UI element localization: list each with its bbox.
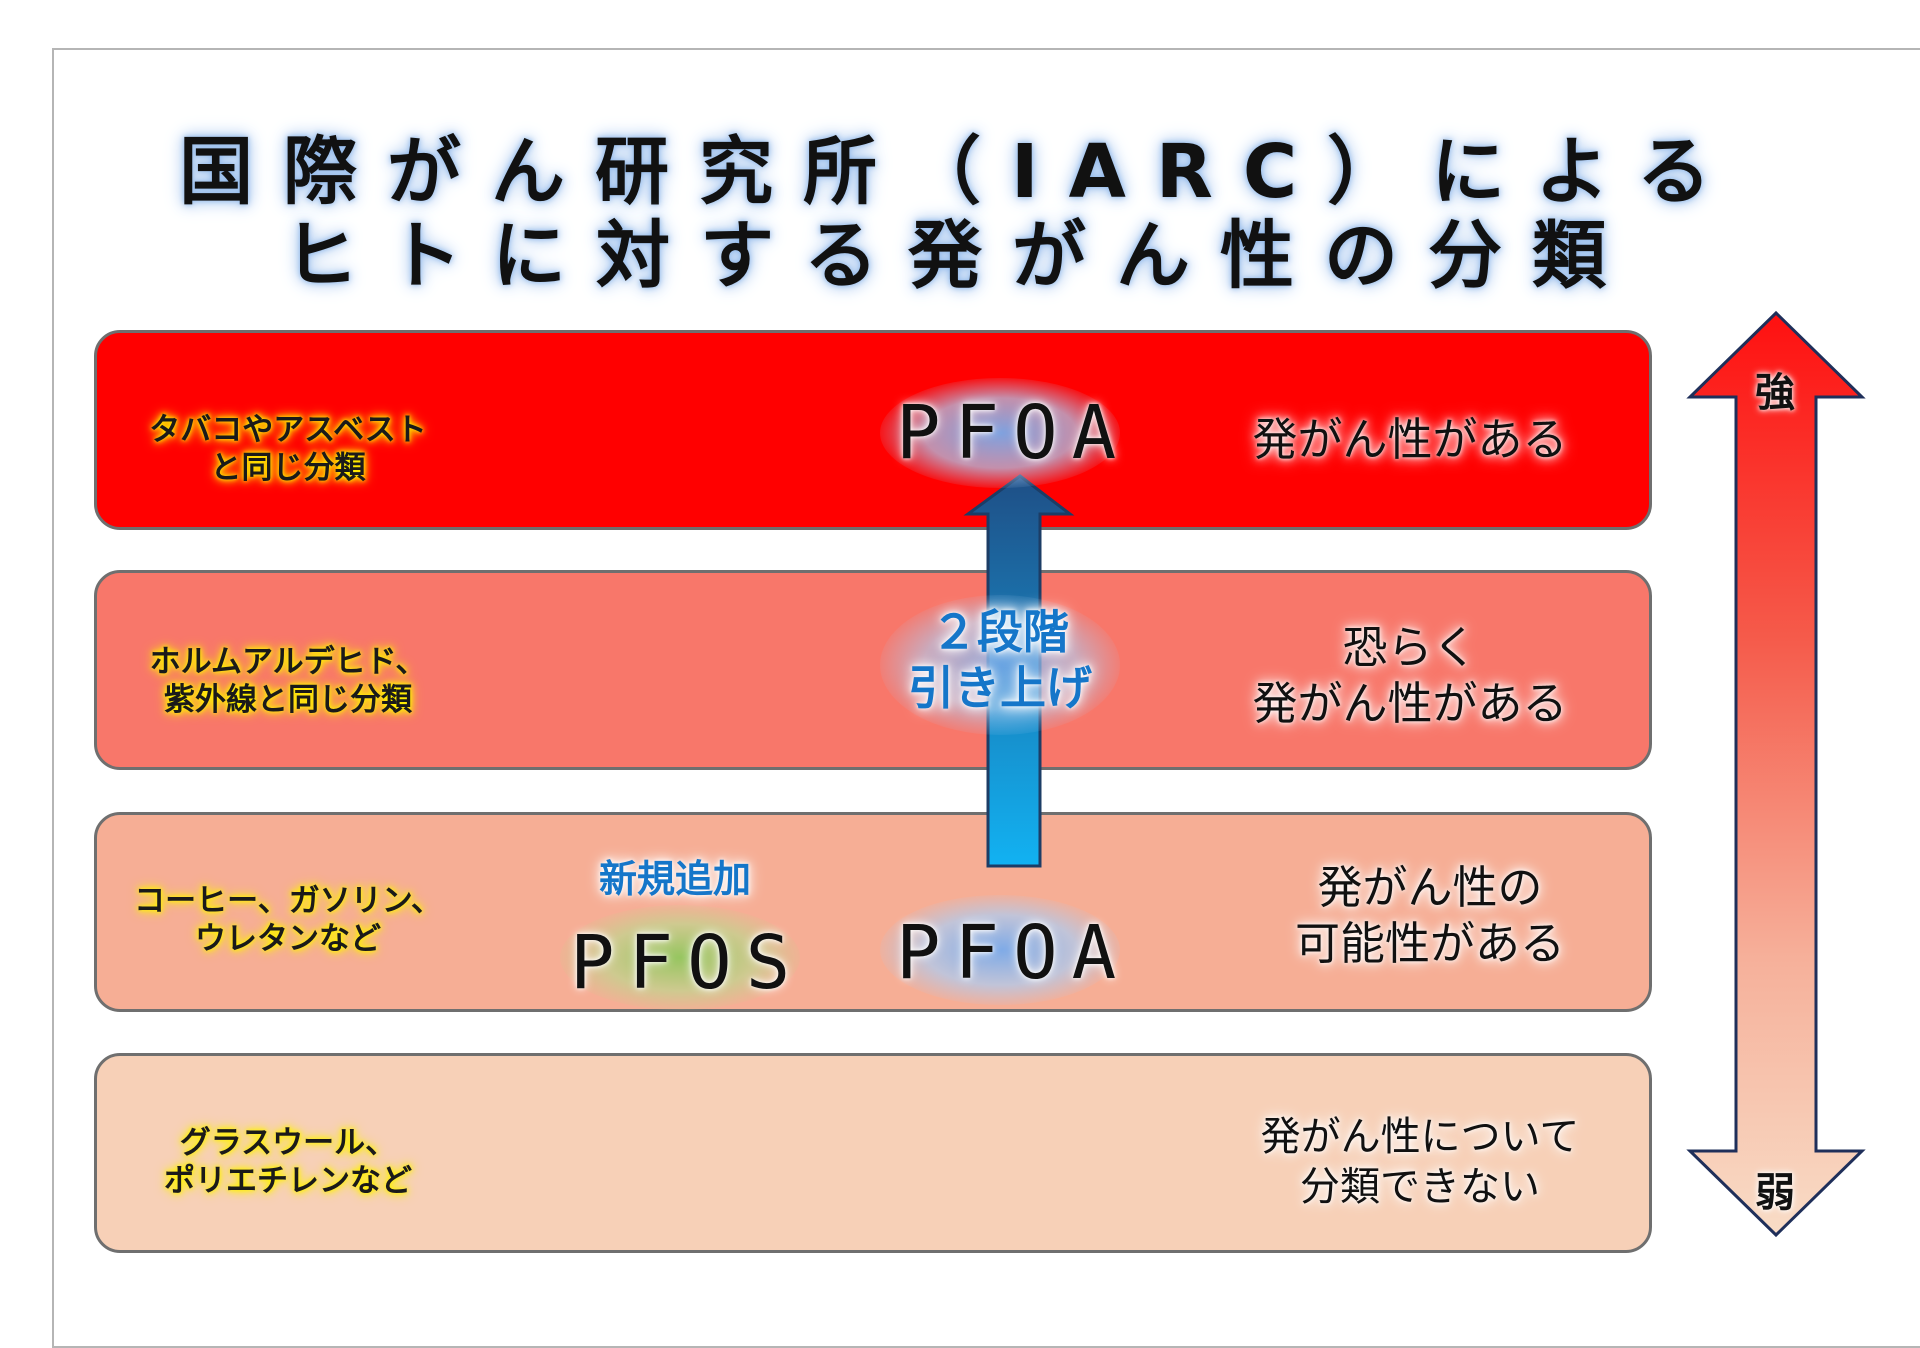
band3-examples: コーヒー、ガソリン、 ウレタンなど [98,882,478,958]
band1-category-line1: 発がん性がある [1252,413,1568,466]
band2-example-line1: ホルムアルデヒド、 [149,644,427,680]
pfos-glow [560,905,800,1010]
band2-category: 恐らく 発がん性がある [1190,620,1630,732]
band4-category-line2: 分類できない [1300,1164,1540,1210]
upgrade-label-glow [880,595,1120,735]
pfos-new-label: 新規追加 [598,857,751,901]
band2-examples: ホルムアルデヒド、 紫外線と同じ分類 [98,643,478,719]
band2-category-line2: 発がん性がある [1252,677,1568,730]
band2-example-line2: 紫外線と同じ分類 [164,682,412,718]
band1-category: 発がん性がある [1190,412,1630,468]
strength-arrow-shape [1686,310,1866,1238]
band1-example-line1: タバコやアスベスト [149,412,427,448]
strength-arrow [1686,310,1866,1238]
band-group2a [94,570,1652,770]
strength-weak-label: 弱 [1755,1170,1795,1216]
band4-examples: グラスウール、 ポリエチレンなど [98,1124,478,1200]
band3-category-line2: 可能性がある [1294,917,1565,970]
band1-example-line2: と同じ分類 [210,450,366,486]
upgrade-label: ２段階 引き上げ [880,604,1120,716]
band3-example-line1: コーヒー、ガソリン、 [134,883,442,919]
band3-category: 発がん性の 可能性がある [1190,860,1670,972]
band3-category-line1: 発がん性の [1317,861,1543,914]
upgrade-label-line2: 引き上げ [908,661,1092,715]
title-line-2: ヒトに対する発がん性の分類 [284,213,1636,299]
band1-examples: タバコやアスベスト と同じ分類 [98,411,478,487]
band2-category-line1: 恐らく [1342,621,1478,674]
band-group1 [94,330,1652,530]
title-line-1: 国際がん研究所（IARC）による [179,129,1741,215]
band4-category-line1: 発がん性について [1260,1114,1580,1160]
band-group3 [94,1053,1652,1253]
strength-strong-label: 強 [1755,370,1795,416]
band4-example-line1: グラスウール、 [179,1125,397,1161]
band4-example-line2: ポリエチレンなど [164,1163,412,1199]
band4-category: 発がん性について 分類できない [1190,1112,1650,1212]
pfos: PFOS [570,920,805,1006]
pfoa-bottom: PFOA [896,910,1131,996]
pfoa-top: PFOA [896,390,1131,476]
pfoa-bottom-glow [880,895,1120,1005]
band3-example-line2: ウレタンなど [195,921,381,957]
pfoa-top-glow [880,378,1120,488]
upgrade-label-line1: ２段階 [931,605,1069,659]
band-group2b [94,812,1652,1012]
